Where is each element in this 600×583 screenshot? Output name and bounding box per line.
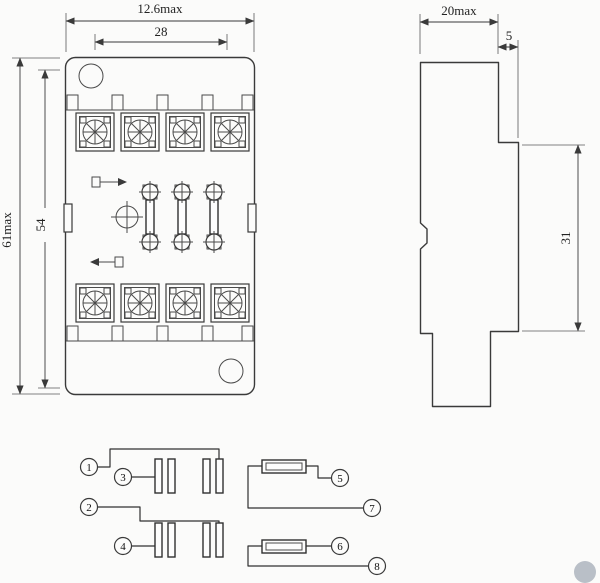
contact-screw — [170, 180, 194, 204]
contact-clip — [209, 199, 219, 235]
mounting-hole-top — [78, 63, 104, 89]
dim-side-flange-height: 31 — [558, 232, 573, 245]
schematic-terminal-8: 8 — [367, 556, 387, 576]
corner-watermark-dot — [574, 561, 596, 583]
front-view: 12.6max 28 61max 54 — [0, 1, 257, 396]
contact-field — [63, 176, 257, 268]
terminal-block — [165, 283, 205, 323]
svg-text:5: 5 — [337, 473, 343, 485]
svg-text:8: 8 — [374, 561, 380, 573]
terminal-block — [75, 283, 115, 323]
contact-screw — [202, 230, 226, 254]
contact-screw — [202, 180, 226, 204]
key-mark-top — [91, 176, 127, 188]
side-body-outline — [419, 61, 520, 408]
dim-side-depth-max: 20max — [441, 3, 477, 18]
terminal-block — [120, 112, 160, 152]
front-dimensions: 12.6max 28 61max 54 — [0, 1, 255, 395]
terminal-row-top — [75, 112, 250, 152]
schematic-terminal-4: 4 — [113, 536, 133, 556]
contact-screw — [138, 180, 162, 204]
dim-front-width-inner: 28 — [155, 24, 168, 39]
schematic-terminal-6: 6 — [330, 536, 350, 556]
terminal-block — [165, 112, 205, 152]
schematic-terminal-5: 5 — [330, 468, 350, 488]
contact-pair-lower — [154, 522, 224, 558]
schematic-wires — [97, 448, 369, 567]
svg-text:6: 6 — [337, 541, 343, 553]
dim-side-offset: 5 — [506, 28, 513, 43]
center-hole — [111, 201, 143, 233]
mounting-hole-bottom — [218, 358, 244, 384]
dim-front-height-max: 61max — [0, 212, 14, 248]
schematic-terminal-3: 3 — [113, 467, 133, 487]
terminal-row-bottom — [75, 283, 250, 323]
svg-text:3: 3 — [120, 472, 126, 484]
terminal-block — [210, 283, 250, 323]
terminal-block — [210, 112, 250, 152]
upper-divider-tabs — [66, 94, 254, 111]
schematic-terminal-2: 2 — [79, 497, 99, 517]
svg-text:4: 4 — [120, 541, 126, 553]
schematic-terminal-1: 1 — [79, 457, 99, 477]
side-view: 20max 5 31 — [419, 3, 585, 408]
terminal-block — [120, 283, 160, 323]
terminal-block — [75, 112, 115, 152]
svg-text:2: 2 — [86, 502, 92, 514]
contact-pair-upper — [154, 458, 224, 494]
contact-screw — [138, 230, 162, 254]
coil-bar-upper — [261, 459, 307, 474]
contact-clip — [145, 199, 155, 235]
wiring-schematic: 1 2 3 4 5 6 7 8 — [79, 448, 387, 576]
right-wall-slot — [247, 203, 257, 233]
lower-divider-tabs — [66, 325, 254, 342]
schematic-terminal-7: 7 — [362, 498, 382, 518]
contact-screw — [170, 230, 194, 254]
dim-front-width-max: 12.6max — [137, 1, 183, 16]
key-mark-bottom — [90, 256, 124, 268]
left-wall-slot — [63, 203, 73, 233]
front-body-outline — [64, 56, 256, 396]
svg-text:1: 1 — [86, 462, 92, 474]
dim-front-height-inner: 54 — [33, 218, 48, 232]
contact-clip — [177, 199, 187, 235]
svg-text:7: 7 — [369, 503, 375, 515]
side-dimensions: 20max 5 31 — [419, 3, 585, 332]
coil-bar-lower — [261, 539, 307, 554]
